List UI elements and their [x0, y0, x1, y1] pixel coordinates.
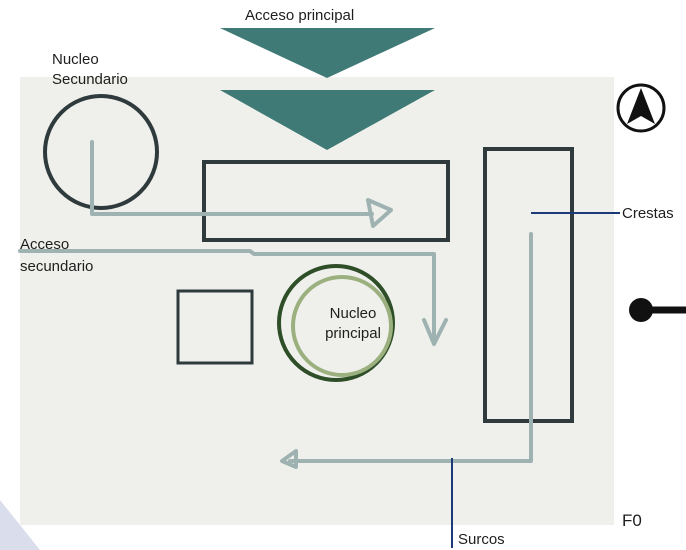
- flow-arrowhead-left: [280, 449, 298, 469]
- flow-path-nucleo-secundario: [90, 140, 374, 216]
- label-nucleo-principal-line1: Nucleo: [329, 305, 377, 322]
- label-nucleo-principal-line2: principal: [325, 325, 381, 342]
- label-nucleo-secundario-line1: Nucleo: [52, 51, 99, 68]
- pin-marker-icon: [629, 298, 686, 322]
- label-acceso-principal: Acceso principal: [245, 7, 355, 24]
- central-rectangle: [202, 160, 450, 242]
- figure-id: F0: [622, 511, 642, 530]
- label-crestas: Crestas: [622, 205, 674, 222]
- north-arrow-icon: [616, 83, 666, 133]
- access-arrow-upper: [220, 28, 435, 78]
- flow-arrowhead-right: [366, 198, 393, 228]
- nucleo-principal-inner-circle: [291, 275, 393, 377]
- label-acceso-secundario-line2: secundario: [20, 258, 94, 275]
- flow-path-crestas: [288, 232, 533, 463]
- flow-arrowhead-down: [422, 318, 448, 346]
- access-arrow-lower: [220, 90, 435, 150]
- label-acceso-secundario-line1: Acceso: [20, 236, 70, 253]
- label-nucleo-secundario-line2: Secundario: [52, 71, 128, 88]
- tall-rectangle: [483, 147, 574, 423]
- small-square: [176, 289, 254, 365]
- nucleo-secundario-circle: [43, 94, 159, 210]
- flow-path-acceso-secundario: [18, 249, 436, 340]
- label-surcos: Surcos: [458, 531, 505, 548]
- nucleo-principal-outer-circle: [277, 264, 395, 382]
- corner-shadow: [0, 500, 40, 550]
- diagram-sheet: [20, 77, 614, 525]
